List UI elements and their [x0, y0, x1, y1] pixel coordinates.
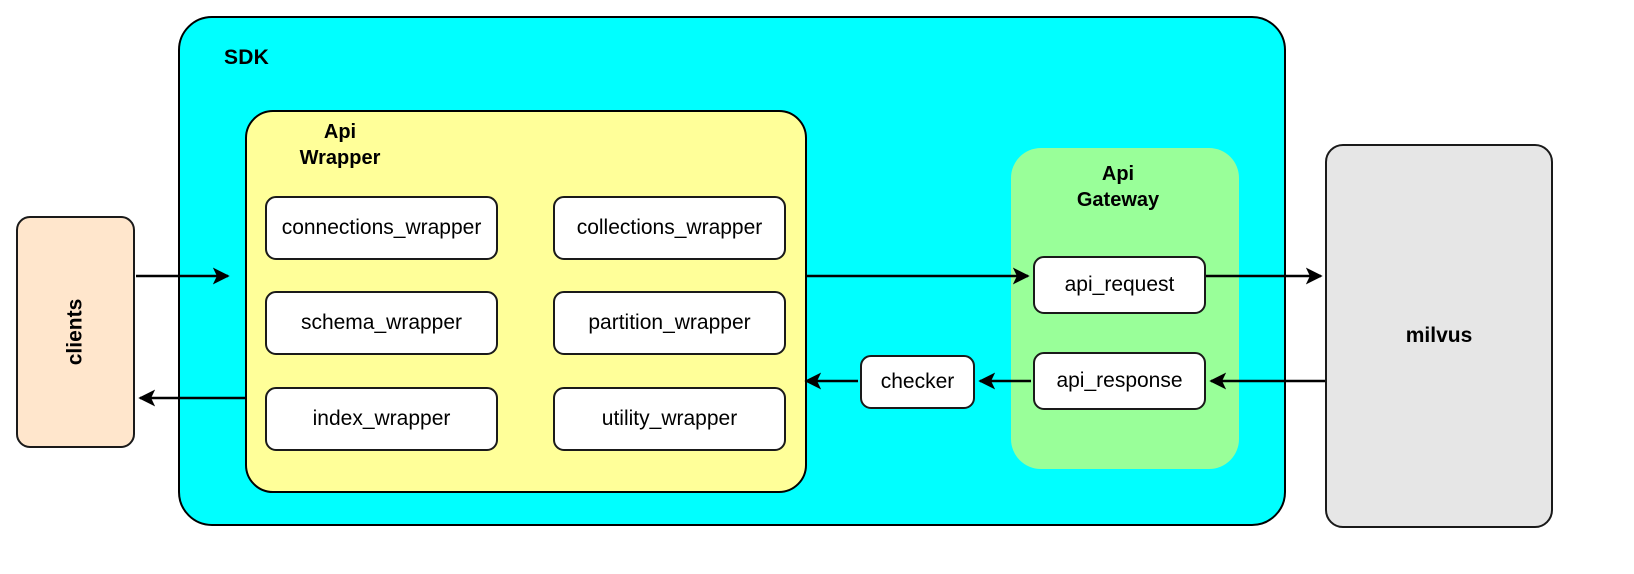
leaf-label: api_response	[1056, 369, 1183, 392]
leaf-connections-wrapper[interactable]: connections_wrapper	[265, 196, 498, 260]
checker-node[interactable]: checker	[860, 355, 975, 409]
milvus-node[interactable]: milvus	[1325, 144, 1553, 528]
leaf-utility-wrapper[interactable]: utility_wrapper	[553, 387, 786, 451]
leaf-label: utility_wrapper	[601, 407, 738, 430]
leaf-partition-wrapper[interactable]: partition_wrapper	[553, 291, 786, 355]
leaf-label: connections_wrapper	[281, 216, 482, 239]
api-gateway-title: Api Gateway	[1023, 162, 1213, 213]
leaf-api-response[interactable]: api_response	[1033, 352, 1206, 410]
leaf-schema-wrapper[interactable]: schema_wrapper	[265, 291, 498, 355]
api-gateway-title-line2: Gateway	[1076, 188, 1160, 211]
leaf-label: api_request	[1064, 273, 1175, 296]
api-gateway-title-line1: Api	[1101, 163, 1135, 185]
milvus-label: milvus	[1405, 324, 1473, 347]
leaf-label: collections_wrapper	[576, 216, 763, 239]
leaf-index-wrapper[interactable]: index_wrapper	[265, 387, 498, 451]
api-wrapper-title-line2: Wrapper	[299, 146, 381, 169]
api-wrapper-title: Api Wrapper	[265, 120, 415, 171]
api-wrapper-title-line1: Api	[323, 121, 357, 143]
leaf-api-request[interactable]: api_request	[1033, 256, 1206, 314]
clients-label: clients	[63, 298, 87, 366]
leaf-label: schema_wrapper	[300, 311, 463, 334]
leaf-collections-wrapper[interactable]: collections_wrapper	[553, 196, 786, 260]
leaf-label: partition_wrapper	[588, 311, 751, 334]
clients-node[interactable]: clients	[16, 216, 135, 448]
checker-label: checker	[880, 370, 955, 393]
leaf-label: index_wrapper	[312, 407, 451, 430]
sdk-title: SDK	[224, 46, 269, 69]
